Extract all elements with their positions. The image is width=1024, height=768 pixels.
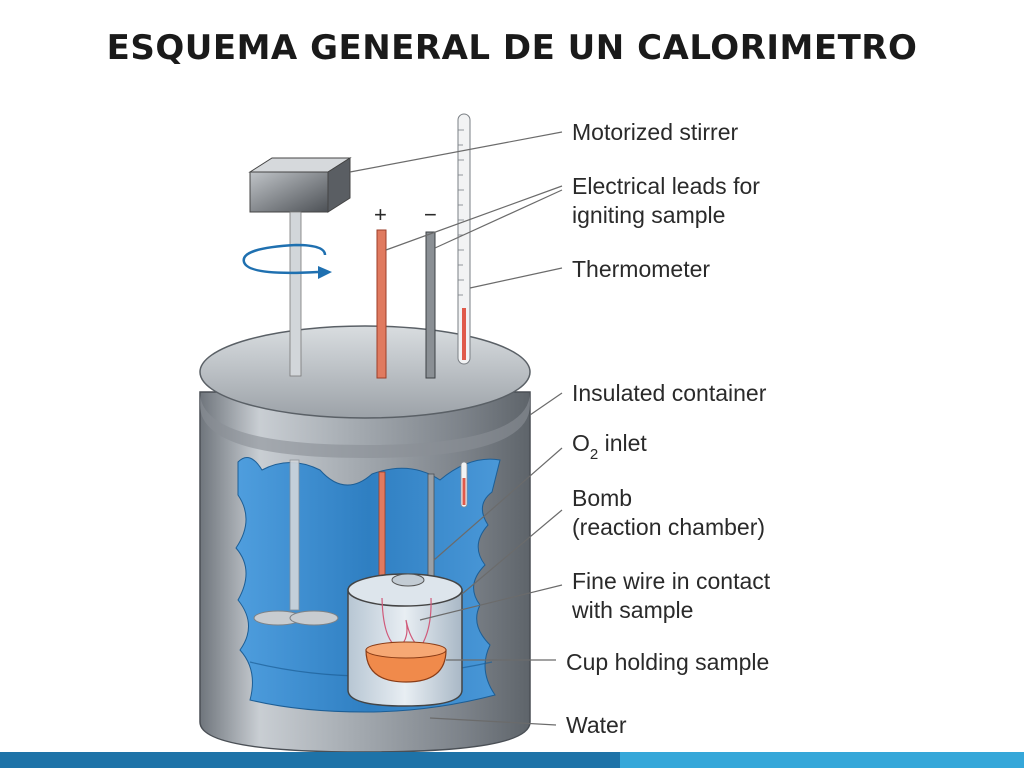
bomb-chamber — [347, 573, 463, 707]
negative-sign: − — [424, 202, 437, 227]
motorized-stirrer — [242, 157, 352, 626]
leader-lines — [349, 131, 563, 726]
label-electrical-leads-line1: Electrical leads for — [572, 173, 760, 199]
positive-sign: + — [374, 202, 387, 227]
label-electrical-leads-line2: igniting sample — [572, 202, 725, 228]
thermometer — [457, 113, 471, 508]
fine-wire — [381, 597, 432, 649]
label-fine-wire-line2: with sample — [571, 597, 693, 623]
label-motorized-stirrer: Motorized stirrer — [572, 119, 738, 145]
label-cup: Cup holding sample — [566, 649, 769, 675]
accent-bar-dark — [0, 752, 620, 768]
label-water: Water — [566, 712, 627, 738]
electrical-leads — [376, 229, 436, 587]
label-fine-wire-line1: Fine wire in contact — [572, 568, 771, 594]
label-bomb-line2: (reaction chamber) — [572, 514, 765, 540]
label-thermometer: Thermometer — [572, 256, 710, 282]
label-o2-inlet: O2 inlet — [572, 430, 647, 463]
slide-title: ESQUEMA GENERAL DE UN CALORIMETRO — [106, 28, 918, 68]
label-bomb-line1: Bomb — [572, 485, 632, 511]
sample-cup — [365, 649, 447, 683]
bottom-accent-bar — [0, 752, 1024, 768]
label-insulated-container: Insulated container — [572, 380, 767, 406]
container-lid — [199, 325, 531, 419]
